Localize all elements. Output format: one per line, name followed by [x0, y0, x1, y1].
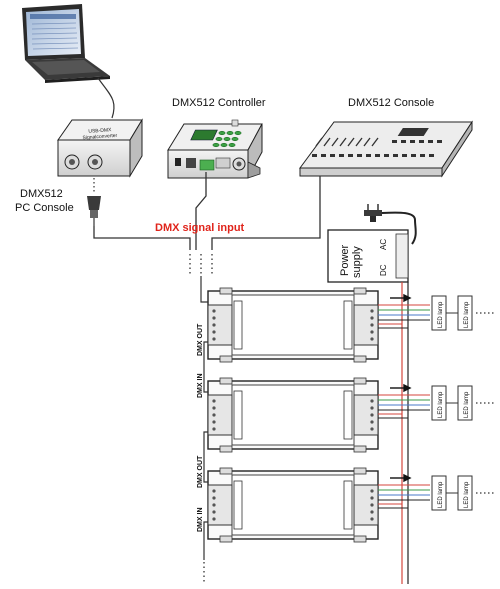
- output-wires-1: [378, 304, 430, 329]
- dmx-dotted-lines: [189, 254, 213, 276]
- led-lamp-label: LED lamp: [464, 391, 470, 418]
- dmx-signal-cables: [93, 172, 321, 250]
- dmx-out-label-2: DMX OUT: [197, 455, 204, 488]
- led-lamp-label: LED lamp: [438, 391, 444, 418]
- pc-console-label-1: DMX512: [20, 188, 63, 200]
- pc-console-label-2: PC Console: [15, 202, 74, 214]
- laptop-icon: [22, 4, 110, 83]
- rj45-port-icon: [215, 157, 231, 169]
- lcd-display-icon: [190, 129, 218, 141]
- dc-label: DC: [379, 264, 388, 276]
- dmx-daisy-chain: [200, 276, 208, 560]
- power-supply-label-1: Power: [339, 244, 351, 276]
- led-lamp-label: LED lamp: [464, 481, 470, 508]
- decoder-unit-3: [207, 467, 379, 543]
- ac-plug-icon: [364, 204, 417, 245]
- led-lamp-label: LED lamp: [438, 481, 444, 508]
- output-wires-3: [378, 484, 430, 509]
- power-switch-icon: [175, 158, 181, 166]
- dmx-signal-input-label: DMX signal input: [155, 222, 245, 234]
- decoder-unit-2: [207, 377, 379, 453]
- led-lamp-row-2: LED lamp LED lamp: [431, 385, 494, 421]
- output-wires-2: [378, 394, 430, 419]
- usb-cable: [97, 77, 115, 119]
- xlr-plug-icon: [87, 178, 101, 226]
- output-arrow-icon: [390, 293, 412, 483]
- led-lamp-label: LED lamp: [464, 301, 470, 328]
- dmx512-console-label: DMX512 Console: [348, 97, 434, 109]
- power-supply: Power supply AC DC: [327, 229, 409, 283]
- led-lamp-label: LED lamp: [438, 301, 444, 328]
- green-terminal-icon: [199, 159, 215, 171]
- usb-dmx-label-2: Signalconverter: [82, 133, 117, 141]
- decoder-unit-1: [207, 287, 379, 363]
- fader-row-icon: [315, 137, 379, 147]
- dmx-in-label-2: DMX IN: [197, 508, 204, 533]
- console-buttons-icon: [312, 140, 442, 157]
- ac-label: AC: [379, 239, 388, 250]
- usb-dmx-converter: USB-DMX Signalconverter: [57, 118, 143, 178]
- keypad-icon: [212, 130, 242, 148]
- dmx512-controller: [167, 119, 263, 179]
- dmx512-controller-label: DMX512 Controller: [172, 97, 266, 109]
- dmx-in-label-1: DMX IN: [197, 374, 204, 399]
- led-lamp-row-3: LED lamp LED lamp: [431, 475, 494, 511]
- dc-power-bus: [401, 282, 409, 584]
- dmx512-console: [299, 120, 473, 178]
- usb-dmx-label-1: USB-DMX: [88, 127, 112, 135]
- dmx-out-label-1: DMX OUT: [197, 323, 204, 356]
- console-display-icon: [397, 128, 429, 136]
- led-lamp-row-1: LED lamp LED lamp: [431, 295, 494, 331]
- power-jack-icon: [186, 158, 196, 168]
- power-supply-label-2: supply: [351, 246, 363, 278]
